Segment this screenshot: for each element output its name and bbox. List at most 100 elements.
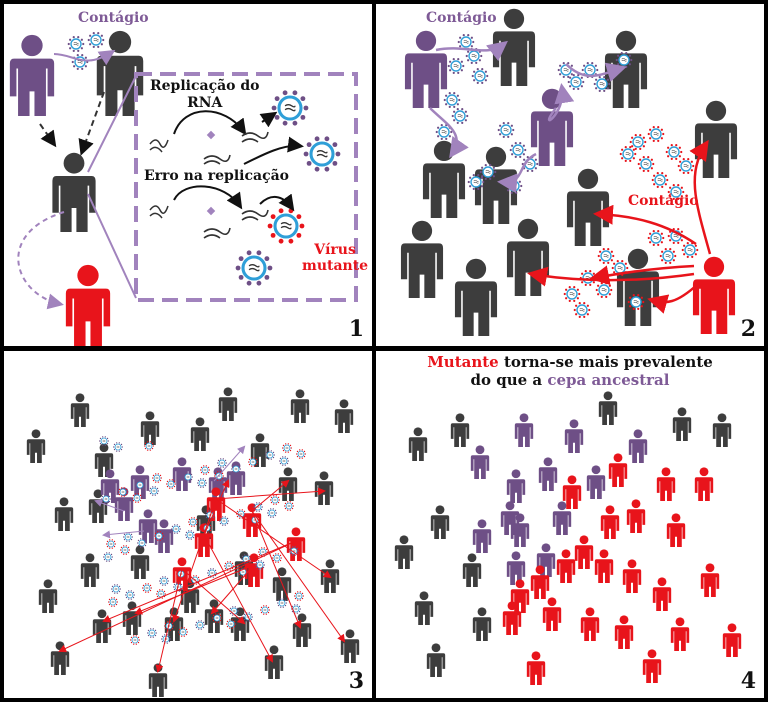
virus-icon	[132, 493, 142, 503]
person-red-icon	[527, 651, 545, 685]
panel-4-prevalence: Mutante torna-se mais prevalente do que …	[376, 351, 764, 698]
virus-icon	[188, 517, 198, 527]
virus-icon	[130, 635, 140, 645]
panel-3-mixed-spread: 3	[4, 351, 372, 698]
person-gray-icon	[39, 579, 57, 613]
panel-number: 1	[349, 316, 364, 342]
person-purple-icon	[565, 419, 583, 453]
virus-icon	[630, 134, 647, 150]
panel-3-drawing	[4, 351, 372, 698]
person-gray-icon	[315, 471, 333, 505]
person-red-icon	[671, 617, 689, 651]
person-gray-icon	[131, 545, 149, 579]
panel-4-title: Mutante torna-se mais prevalente do que …	[376, 353, 764, 389]
person-red-icon	[657, 467, 675, 501]
person-red-icon	[643, 649, 661, 683]
panel-1-replication: Contágio Replicação do RNA Erro na repli…	[4, 4, 372, 346]
virus-icon	[197, 478, 207, 488]
person-gray-icon	[149, 663, 167, 697]
virus-icon	[448, 58, 465, 74]
rna-replication-line2: RNA	[150, 95, 260, 112]
person-red-icon	[609, 453, 627, 487]
person-gray-icon	[395, 535, 413, 569]
person-gray-icon	[93, 609, 111, 643]
virus-icon	[452, 108, 469, 124]
person-gray-icon	[335, 399, 353, 433]
panel-number: 4	[741, 668, 756, 694]
virus-icon	[678, 158, 695, 174]
virus-icon	[510, 142, 527, 158]
virus-icon	[152, 473, 162, 483]
arrow	[260, 197, 292, 208]
virus-icon	[72, 54, 89, 70]
person-gray-icon	[409, 427, 427, 461]
contagion-purple-label: Contágio	[426, 10, 497, 26]
person-purple-icon	[629, 429, 647, 463]
virus-icon	[106, 539, 116, 549]
person-purple-icon	[507, 551, 525, 585]
virus-icon	[682, 242, 699, 258]
person-purple-icon	[139, 509, 157, 543]
person-purple-icon	[507, 469, 525, 503]
virus-icon	[444, 92, 461, 108]
person-gray-icon	[81, 553, 99, 587]
virus-icon	[159, 576, 169, 586]
virus-icon	[270, 495, 280, 505]
virus-icon	[279, 456, 289, 466]
panel-number: 3	[349, 668, 364, 694]
mutant-virus-label: Vírus mutante	[302, 242, 368, 274]
virus-icon	[652, 172, 669, 188]
virus-icon	[282, 443, 292, 453]
person-purple-icon	[10, 35, 54, 116]
virus-icon	[68, 36, 85, 52]
arrow	[174, 111, 244, 134]
person-gray-icon	[415, 591, 433, 625]
person-gray-icon	[55, 497, 73, 531]
person-gray-icon	[265, 645, 283, 679]
virus-icon	[666, 144, 683, 160]
person-purple-icon	[471, 445, 489, 479]
virus-icon	[660, 248, 677, 264]
mutant-virus-line1: Vírus	[302, 242, 368, 258]
virus-icon	[638, 156, 655, 172]
virus-icon	[260, 605, 270, 615]
virus-icon	[294, 591, 304, 601]
title-mutant-word: Mutante	[427, 353, 499, 371]
person-gray-icon	[473, 607, 491, 641]
person-red-icon	[667, 513, 685, 547]
person-gray-icon	[605, 31, 647, 108]
person-red-icon	[595, 549, 613, 583]
panel-2-spread: Contágio Contágio 2	[376, 4, 764, 346]
person-gray-icon	[71, 393, 89, 427]
person-gray-icon	[463, 553, 481, 587]
person-purple-icon	[405, 31, 447, 108]
virus-icon	[111, 584, 121, 594]
virus-icon	[620, 146, 637, 162]
arrow	[174, 186, 240, 206]
arrow	[244, 146, 300, 164]
person-purple-icon	[515, 413, 533, 447]
person-purple-icon	[473, 519, 491, 553]
arrow	[18, 212, 64, 304]
virus-icon	[648, 126, 665, 142]
person-gray-icon	[599, 391, 617, 425]
person-gray-icon	[321, 559, 339, 593]
rna-replication-label: Replicação do RNA	[150, 78, 260, 112]
person-gray-icon	[141, 411, 159, 445]
virus-icon	[149, 486, 159, 496]
virus-icon	[284, 501, 294, 511]
virus-icon	[568, 74, 585, 90]
person-red-icon	[701, 563, 719, 597]
virus-icon	[472, 68, 489, 84]
virus-icon	[598, 248, 615, 264]
virus-icon	[147, 628, 157, 638]
rna-replication-line1: Replicação do	[150, 78, 260, 95]
person-gray-icon	[455, 259, 497, 336]
title-ancestral-strain: cepa ancestral	[547, 371, 669, 389]
person-purple-icon	[587, 465, 605, 499]
virus-icon	[108, 597, 118, 607]
virus-icon	[123, 532, 133, 542]
panel-4-drawing	[376, 351, 764, 698]
virus-icon	[498, 122, 515, 138]
panel-number: 2	[741, 316, 756, 342]
